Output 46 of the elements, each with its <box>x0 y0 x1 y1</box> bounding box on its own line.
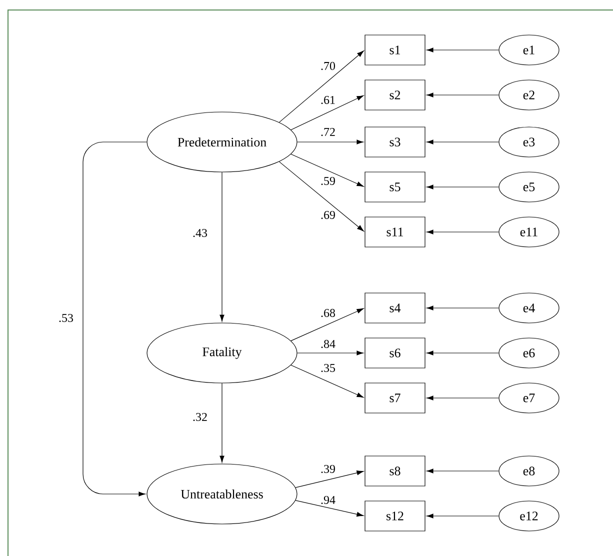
arrow <box>290 154 364 187</box>
arrow <box>426 306 499 310</box>
observed-box: s2 <box>364 80 426 110</box>
edge-label: .59 <box>320 176 336 186</box>
edge-label: .69 <box>320 210 336 220</box>
arrow <box>297 350 364 356</box>
arrow <box>278 50 364 123</box>
arrow <box>290 95 364 130</box>
observed-box: s1 <box>364 34 426 66</box>
arrow <box>426 396 499 400</box>
observed-box: s4 <box>364 292 426 324</box>
arrow <box>426 230 499 234</box>
arrow <box>220 172 224 322</box>
arrow <box>426 468 499 474</box>
arrow <box>426 350 499 356</box>
edge-label: .32 <box>192 412 208 422</box>
observed-box: s3 <box>364 126 426 158</box>
edge-label: .94 <box>320 495 336 505</box>
edge-label: .35 <box>320 363 336 373</box>
arrow <box>290 364 364 398</box>
edge-label: .68 <box>320 308 336 318</box>
arrow <box>295 470 364 488</box>
observed-box: s12 <box>364 500 426 532</box>
arrow <box>290 308 364 342</box>
edge-label: .53 <box>58 313 74 323</box>
arrow <box>426 48 499 52</box>
observed-box: s8 <box>364 456 426 486</box>
observed-box: s11 <box>364 216 426 248</box>
arrow <box>295 500 364 517</box>
arrow <box>82 142 147 496</box>
edge-label: .39 <box>320 464 336 474</box>
edge-label: .61 <box>320 95 336 105</box>
arrow <box>426 514 499 518</box>
edge-label: .43 <box>192 228 208 238</box>
observed-box: s5 <box>364 172 426 202</box>
edge-label: .84 <box>320 339 336 349</box>
arrow <box>278 161 364 232</box>
edge-label: .70 <box>320 61 336 71</box>
arrow <box>297 140 364 144</box>
arrow <box>426 92 499 98</box>
arrow <box>220 383 224 463</box>
arrow <box>426 140 499 144</box>
observed-box: s6 <box>364 338 426 368</box>
arrow <box>426 184 499 190</box>
edge-label: .72 <box>320 127 336 137</box>
observed-box: s7 <box>364 382 426 414</box>
